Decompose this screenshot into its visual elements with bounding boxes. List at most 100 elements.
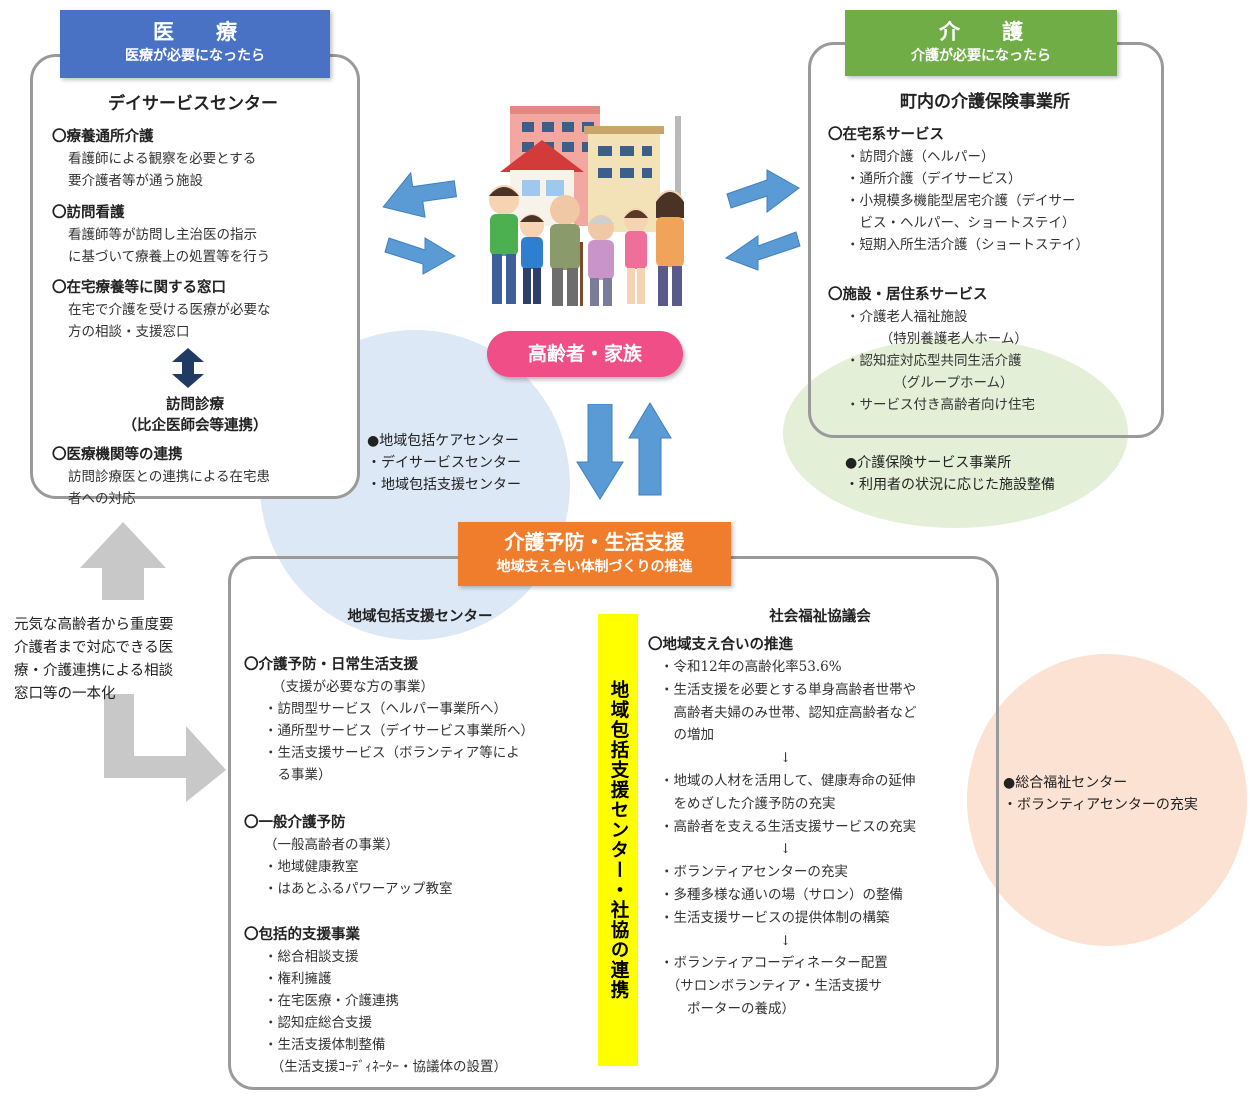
prevention-section-line: ・生活支援体制整備 [264, 1037, 386, 1053]
prevention-section-line: ・はあとふるパワーアップ教室 [264, 881, 453, 897]
prevention-section-line: ・訪問型サービス（ヘルパー事業所へ） [264, 701, 507, 717]
care-home-line: ・訪問介護（ヘルパー） [846, 149, 995, 165]
right-council-title: 社会福祉協議会 [769, 609, 871, 625]
gray-right-arrow-icon [104, 694, 226, 802]
center-bubble-line: ・デイサービスセンター [367, 455, 521, 471]
right-line: の増加 [660, 727, 714, 744]
left-note-line: 窓口等の一本化 [14, 686, 116, 702]
medical-section-line: に基づいて療養上の処置等を行う [68, 249, 271, 265]
double-arrow-icon [172, 348, 204, 388]
cooperation-band-label: 地域包括支援センター・社協の連携 [608, 680, 629, 1000]
cooperation-band: 地域包括支援センター・社協の連携 [598, 614, 638, 1066]
center-bubble-line: ●地域包括ケアセンター [367, 433, 519, 449]
right-line: 高齢者夫婦のみ世帯、認知症高齢者など [660, 704, 917, 721]
visit-clinic-sublabel: （比企医師会等連携） [122, 418, 268, 434]
medical-header: 医 療 医療が必要になったら [60, 10, 330, 78]
welfare-bubble-line: ・ボランティアセンターの充実 [1003, 797, 1198, 813]
prevention-section-line: ・生活支援サービス（ボランティア等によ [264, 745, 520, 761]
prevention-section-line: ・総合相談支援 [264, 949, 359, 965]
care-header-subtitle: 介護が必要になったら [911, 48, 1051, 64]
prevention-header: 介護予防・生活支援 地域支え合い体制づくりの推進 [458, 522, 731, 586]
care-home-line: ビス・ヘルパー、ショートステイ） [846, 215, 1076, 231]
medical-header-subtitle: 医療が必要になったら [125, 48, 265, 64]
medical-link-section: 〇医療機関等の連携 訪問診療医との連携による在宅患 者への対応 [52, 444, 352, 510]
bubble-care-service [783, 338, 1128, 528]
prevention-section-title: 〇介護予防・日常生活支援 [244, 657, 418, 673]
medical-section-line: 在宅で介護を受ける医療が必要な [68, 302, 271, 318]
care-facility-line: ・サービス付き高齢者向け住宅 [846, 397, 1035, 413]
arrow-medical-to-family-icon [384, 237, 456, 275]
right-line: ・高齢者を支える生活支援サービスの充実 [660, 818, 917, 835]
prevention-right-section: 〇地域支え合いの推進 ・令和12年の高齢化率53.6% ・生活支援を必要とする単… [648, 634, 993, 1021]
medical-panel [30, 54, 360, 499]
care-home-services: 〇在宅系サービス ・訪問介護（ヘルパー） ・通所介護（デイサービス） ・小規模多… [828, 124, 1148, 256]
arrow-down-icon [576, 404, 624, 500]
prevention-section-line: る事業） [264, 767, 332, 783]
care-header-title: 介 護 [939, 20, 1034, 44]
care-facility-line: （特別養護老人ホーム） [846, 331, 1028, 347]
medical-section-title: 〇訪問看護 [52, 205, 125, 221]
prevention-header-title: 介護予防・生活支援 [504, 530, 685, 554]
care-facility-title: 町内の介護保険事業所 [900, 92, 1070, 112]
medical-link-line: 訪問診療医との連携による在宅患 [68, 469, 270, 485]
care-bubble-line: ●介護保険サービス事業所 [845, 455, 1012, 471]
medical-header-title: 医 療 [153, 20, 248, 44]
down-arrow-glyph: ↓ [780, 841, 792, 858]
left-center-title: 地域包括支援センター [347, 609, 493, 625]
prevention-section-line: ・通所型サービス（デイサービス事業所へ） [264, 723, 534, 739]
medical-section-title: 〇療養通所介護 [52, 129, 154, 145]
right-section-title: 〇地域支え合いの推進 [648, 637, 793, 653]
medical-link-line: 者への対応 [68, 491, 136, 507]
right-line: ・令和12年の高齢化率53.6% [660, 659, 842, 675]
left-note-line: 元気な高齢者から重度要 [14, 617, 174, 633]
right-line: ・地域の人材を活用して、健康寿命の延伸 [660, 772, 916, 789]
care-facility-line: ・認知症対応型共同生活介護 [846, 353, 1022, 369]
welfare-bubble-line: ●総合福祉センター [1003, 775, 1128, 791]
care-bubble-text: ●介護保険サービス事業所 ・利用者の状況に応じた施設整備 [845, 452, 1125, 496]
left-note: 元気な高齢者から重度要 介護者まで対応できる医 療・介護連携による相談 窓口等の… [14, 614, 214, 706]
prevention-section-line: （支援が必要な方の事業） [272, 679, 434, 695]
left-note-line: 療・介護連携による相談 [14, 663, 174, 679]
right-line: ・生活支援サービスの提供体制の構築 [660, 909, 890, 926]
medical-section-line: 方の相談・支援窓口 [68, 324, 190, 340]
prevention-section-line: （一般高齢者の事業） [264, 837, 399, 853]
care-home-line: ・短期入所生活介護（ショートステイ） [846, 237, 1089, 253]
care-facility-line: ・介護老人福祉施設 [846, 309, 968, 325]
prevention-section-line: ・在宅医療・介護連携 [264, 993, 399, 1009]
prevention-section-title: 〇包括的支援事業 [244, 927, 360, 943]
medical-section-line: 看護師による観察を必要とする [68, 151, 257, 167]
center-bubble-text: ●地域包括ケアセンター ・デイサービスセンター ・地域包括支援センター [367, 430, 587, 496]
right-line: ・ボランティアセンターの充実 [660, 864, 848, 881]
right-line: （サロンボランティア・生活支援サ [660, 978, 882, 995]
medical-section-title: 〇在宅療養等に関する窓口 [52, 280, 226, 296]
right-line: ポーターの養成） [660, 1000, 795, 1017]
prevention-section-title: 〇一般介護予防 [244, 815, 346, 831]
medical-link-title: 〇医療機関等の連携 [52, 447, 183, 463]
medical-facility-title: デイサービスセンター [108, 94, 278, 114]
care-home-title: 〇在宅系サービス [828, 127, 944, 143]
family-house-illustration [489, 106, 684, 306]
prevention-section-line: ・権利擁護 [264, 971, 332, 987]
gray-up-arrow-icon [80, 522, 166, 600]
bubble-welfare-center [967, 654, 1247, 946]
right-line: ・生活支援を必要とする単身高齢者世帯や [660, 681, 917, 698]
prevention-section-line: ・地域健康教室 [264, 859, 359, 875]
prevention-section-line: （生活支援ｺｰﾃﾞｨﾈｰﾀｰ・協議体の設置） [264, 1059, 507, 1075]
left-note-line: 介護者まで対応できる医 [14, 640, 174, 656]
right-line: ・多種多様な通いの場（サロン）の整備 [660, 886, 903, 903]
arrow-family-to-medical-icon [382, 171, 458, 218]
family-pill: 高齢者・家族 [487, 331, 683, 377]
center-bubble-line: ・地域包括支援センター [367, 477, 521, 493]
care-header: 介 護 介護が必要になったら [845, 10, 1117, 76]
arrow-family-to-care-icon [726, 169, 800, 213]
medical-section-line: 看護師等が訪問し主治医の指示 [68, 227, 257, 243]
visit-clinic-label: 訪問診療 [166, 397, 224, 413]
care-bubble-line: ・利用者の状況に応じた施設整備 [845, 477, 1055, 493]
care-facility-services: 〇施設・居住系サービス ・介護老人福祉施設 （特別養護老人ホーム） ・認知症対応… [828, 284, 1148, 416]
right-line: をめざした介護予防の充実 [660, 795, 836, 812]
medical-section-2: 〇訪問看護 看護師等が訪問し主治医の指示 に基づいて療養上の処置等を行う [52, 202, 352, 268]
medical-section-line: 要介護者等が通う施設 [68, 173, 203, 189]
down-arrow-glyph: ↓ [780, 750, 792, 767]
prevention-left-section-2: 〇一般介護予防 （一般高齢者の事業） ・地域健康教室 ・はあとふるパワーアップ教… [244, 812, 604, 900]
care-facility-line: （グループホーム） [846, 375, 1014, 391]
